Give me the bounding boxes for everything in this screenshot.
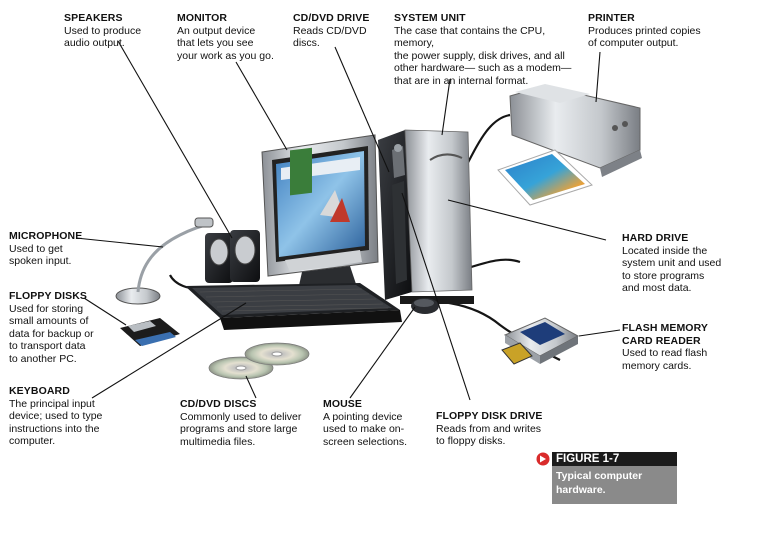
monitor-illustration (261, 134, 379, 290)
label-flash-card-reader-desc: Used to read flash memory cards. (622, 347, 708, 372)
floppy-disks-illustration (120, 318, 180, 346)
label-mouse-title: MOUSE (323, 398, 363, 410)
label-printer: PRINTER Produces printed copies of compu… (588, 12, 718, 50)
figure-number: FIGURE 1-7 (552, 452, 677, 466)
arrow-right-icon (536, 452, 550, 466)
flash-card-reader-illustration (501, 317, 580, 365)
system-unit-illustration (378, 129, 474, 304)
label-floppy-disks-title: FLOPPY DISKS (9, 290, 88, 302)
mouse-illustration (411, 298, 439, 314)
label-speakers-desc: Used to produce audio output. (64, 24, 142, 50)
label-floppy-disk-drive-title: FLOPPY DISK DRIVE (436, 410, 543, 422)
label-cd-dvd-discs-desc: Commonly used to deliver programs and st… (180, 410, 302, 448)
label-system-unit: SYSTEM UNIT The case that contains the C… (394, 12, 584, 87)
label-cd-dvd-drive-desc: Reads CD/DVD discs. (293, 24, 367, 50)
label-monitor-desc: An output device that lets you see your … (177, 24, 274, 62)
label-floppy-disks-desc: Used for storing small amounts of data f… (9, 302, 94, 365)
label-keyboard: KEYBOARD The principal input device; use… (9, 385, 119, 448)
label-speakers: SPEAKERS Used to produce audio output. (64, 12, 174, 50)
label-monitor-title: MONITOR (177, 12, 228, 24)
label-hard-drive: HARD DRIVE Located inside the system uni… (622, 232, 737, 295)
label-microphone-title: MICROPHONE (9, 230, 83, 242)
figure-caption: FIGURE 1-7 Typical computer hardware. (536, 452, 677, 504)
label-flash-card-reader: FLASH MEMORY CARD READER Used to read fl… (622, 322, 742, 372)
leader-lines (75, 40, 621, 401)
label-floppy-disks: FLOPPY DISKS Used for storing small amou… (9, 290, 109, 365)
cd-dvd-discs-illustration (208, 342, 310, 380)
label-mouse-desc: A pointing device used to make on- scree… (323, 410, 408, 448)
label-floppy-disk-drive: FLOPPY DISK DRIVE Reads from and writes … (436, 410, 556, 448)
label-floppy-disk-drive-desc: Reads from and writes to floppy disks. (436, 422, 542, 448)
label-keyboard-desc: The principal input device; used to type… (9, 397, 103, 448)
label-cd-dvd-discs-title: CD/DVD DISCS (180, 398, 257, 410)
printer-illustration (497, 84, 642, 206)
keyboard-illustration (185, 283, 402, 330)
label-monitor: MONITOR An output device that lets you s… (177, 12, 287, 62)
label-microphone-desc: Used to get spoken input. (9, 242, 72, 268)
microphone-illustration (115, 217, 214, 305)
label-hard-drive-desc: Located inside the system unit and used … (622, 244, 722, 295)
label-mouse: MOUSE A pointing device used to make on-… (323, 398, 423, 448)
speakers-illustration (205, 230, 260, 283)
label-cd-dvd-drive: CD/DVD DRIVE Reads CD/DVD discs. (293, 12, 388, 50)
label-system-unit-title: SYSTEM UNIT (394, 12, 466, 24)
label-printer-title: PRINTER (588, 12, 635, 24)
label-keyboard-title: KEYBOARD (9, 385, 70, 397)
label-printer-desc: Produces printed copies of computer outp… (588, 24, 701, 50)
label-system-unit-desc: The case that contains the CPU, memory, … (394, 24, 572, 87)
figure-caption-text: Typical computer hardware. (552, 466, 677, 504)
label-microphone: MICROPHONE Used to get spoken input. (9, 230, 99, 268)
label-hard-drive-title: HARD DRIVE (622, 232, 689, 244)
label-flash-card-reader-title: FLASH MEMORY CARD READER (622, 322, 708, 347)
label-cd-dvd-drive-title: CD/DVD DRIVE (293, 12, 370, 24)
label-cd-dvd-discs: CD/DVD DISCS Commonly used to deliver pr… (180, 398, 310, 448)
label-speakers-title: SPEAKERS (64, 12, 123, 24)
